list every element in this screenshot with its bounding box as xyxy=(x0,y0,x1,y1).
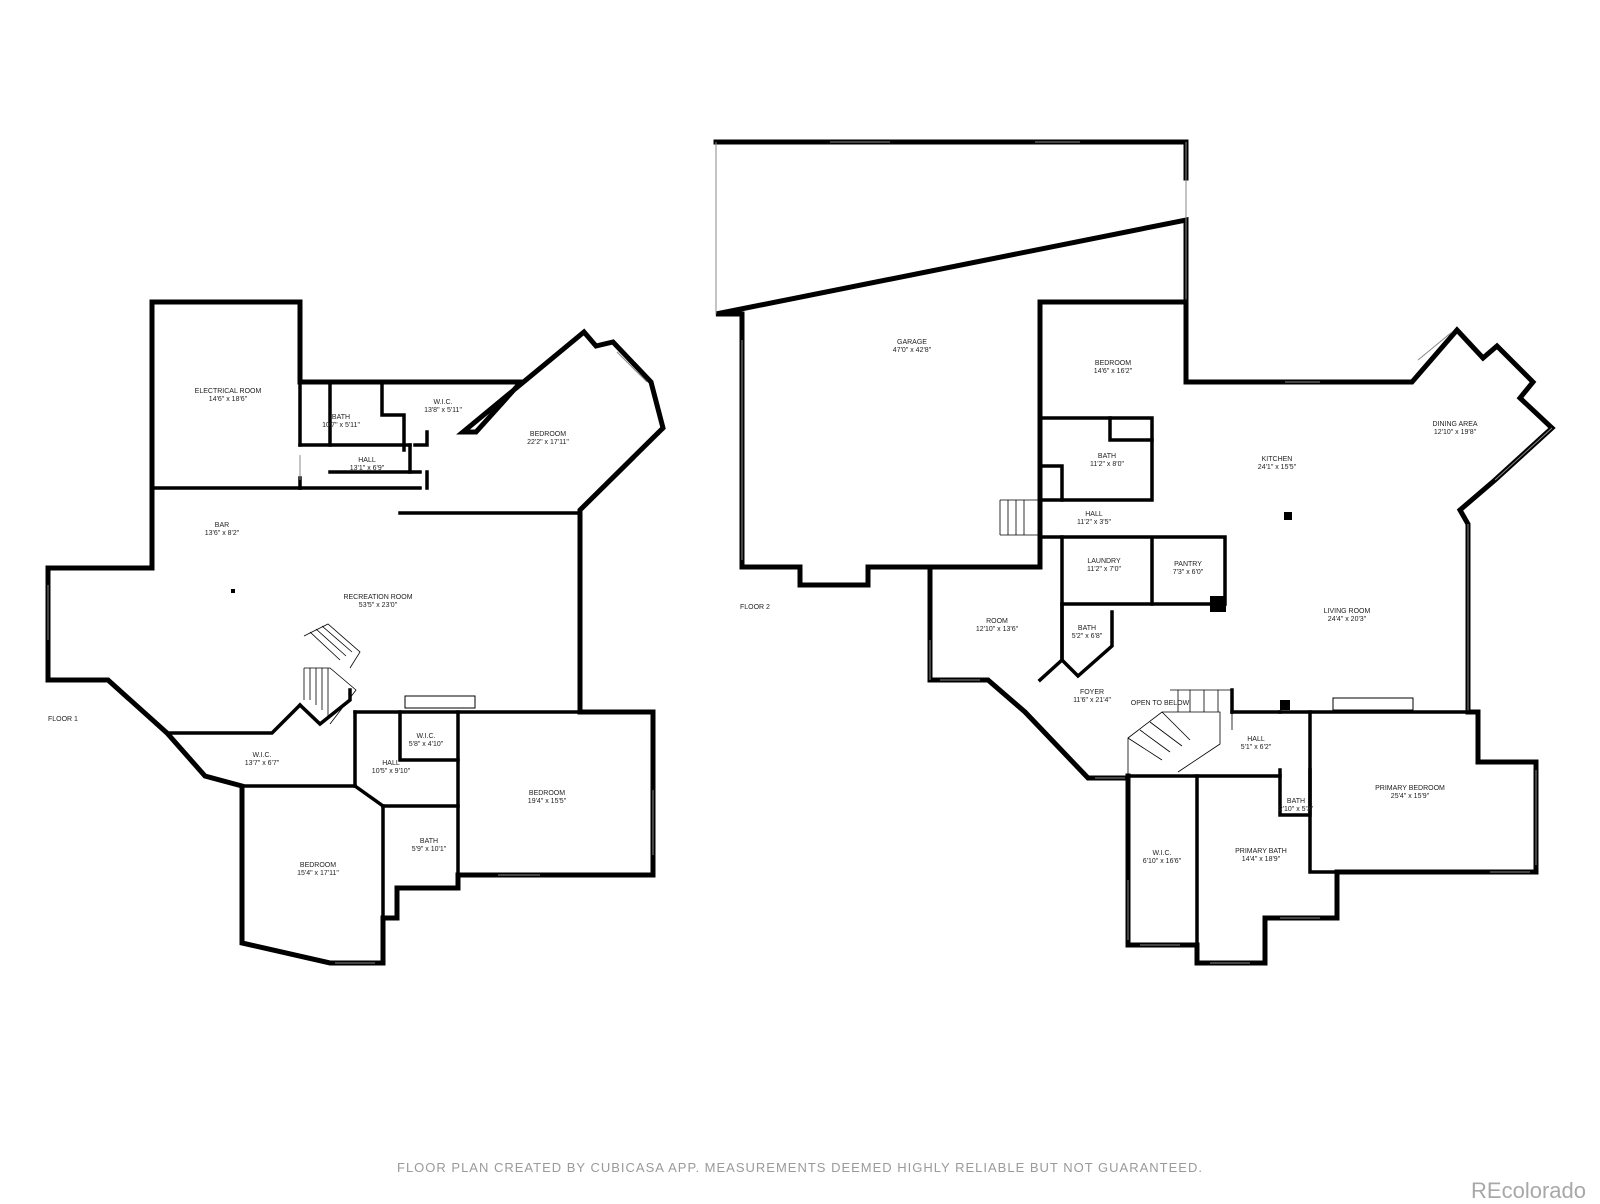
room-dims: 25'4" x 15'9" xyxy=(1391,793,1430,800)
room-name: BEDROOM xyxy=(529,790,565,797)
room-name: BEDROOM xyxy=(530,431,566,438)
room-dims: 6'10" x 16'6" xyxy=(1143,858,1182,865)
room-name: W.I.C. xyxy=(416,733,435,740)
room-dims: 13'1" x 6'9" xyxy=(350,465,385,472)
room-dims: 15'4" x 17'11" xyxy=(297,870,339,877)
room-dims: 13'8" x 5'11" xyxy=(424,407,462,414)
room-dims: 12'10" x 19'8" xyxy=(1434,429,1477,436)
room-dims: 11'2" x 7'0" xyxy=(1087,566,1121,573)
room-name: GARAGE xyxy=(897,339,927,346)
room-name: HALL xyxy=(1247,736,1265,743)
room-dims: 5'9" x 10'1" xyxy=(412,846,447,853)
room-name: BATH xyxy=(420,838,438,845)
room-dims: 12'10" x 13'6" xyxy=(976,626,1019,633)
room-dims: 24'1" x 15'5" xyxy=(1258,464,1297,471)
room-name: BEDROOM xyxy=(300,862,336,869)
room-name: LAUNDRY xyxy=(1087,558,1121,565)
room-dims: 5'8" x 4'10" xyxy=(409,741,444,748)
room-name: ROOM xyxy=(986,618,1008,625)
room-dims: 13'7" x 6'7" xyxy=(245,760,280,767)
room-dims: 19'4" x 15'5" xyxy=(528,798,567,805)
room-name: ELECTRICAL ROOM xyxy=(195,388,262,395)
room-name: FOYER xyxy=(1080,689,1104,696)
disclaimer-note: FLOOR PLAN CREATED BY CUBICASA APP. MEAS… xyxy=(397,1160,1203,1175)
floor-1-label: FLOOR 1 xyxy=(48,716,78,723)
room-dims: 22'2" x 17'11" xyxy=(527,439,569,446)
room-name: KITCHEN xyxy=(1262,456,1293,463)
room-dims: 10'5" x 9'10" xyxy=(372,768,411,775)
room-name: HALL xyxy=(1085,511,1103,518)
room-dims: 24'4" x 20'3" xyxy=(1328,616,1367,623)
house-outer-wall xyxy=(1125,299,1556,966)
room-dims: 11'2" x 8'0" xyxy=(1090,461,1124,468)
room-dims: 14'6" x 16'2" xyxy=(1094,368,1133,375)
room-dims: 13'6" x 8'2" xyxy=(205,530,240,537)
room-name: W.I.C. xyxy=(433,399,452,406)
floor-2-label: FLOOR 2 xyxy=(740,604,770,611)
room-name: W.I.C. xyxy=(252,752,271,759)
room-name: PRIMARY BEDROOM xyxy=(1375,785,1445,792)
room-dims: 53'5" x 23'0" xyxy=(359,602,398,609)
room-name: BAR xyxy=(215,522,229,529)
floor-2-plan xyxy=(713,139,1556,966)
brand-logo: REcolorado xyxy=(1471,1178,1586,1203)
room-name: BATH xyxy=(1098,453,1116,460)
room-name: BEDROOM xyxy=(1095,360,1131,367)
room-dims: 14'6" x 18'6" xyxy=(209,396,248,403)
room-name: RECREATION ROOM xyxy=(343,594,412,601)
room-name: PRIMARY BATH xyxy=(1235,848,1287,855)
room-name: OPEN TO BELOW xyxy=(1131,700,1190,707)
room-dims: 10'7" x 5'11" xyxy=(322,422,360,429)
room-name: BATH xyxy=(332,414,350,421)
room-name: W.I.C. xyxy=(1152,850,1171,857)
room-dims: 7'3" x 6'0" xyxy=(1173,569,1204,576)
room-name: PANTRY xyxy=(1174,561,1202,568)
room-name: LIVING ROOM xyxy=(1324,608,1371,615)
room-dims: 11'2" x 3'5" xyxy=(1077,519,1111,526)
room-name: BATH xyxy=(1078,625,1096,632)
room-name: BATH xyxy=(1287,798,1305,805)
floor-1-outer-wall xyxy=(45,299,666,966)
room-labels: FLOOR 1 FLOOR 2 ELECTRICAL ROOM 14'6" x … xyxy=(48,339,1478,877)
room-name: HALL xyxy=(382,760,400,767)
room-dims: 5'2" x 6'8" xyxy=(1072,633,1103,640)
room-dims: 5'1" x 6'2" xyxy=(1241,744,1272,751)
room-name: HALL xyxy=(358,457,376,464)
floor-1-plan xyxy=(45,299,666,966)
room-dims: 47'0" x 42'8" xyxy=(893,347,932,354)
room-dims: 11'6" x 21'4" xyxy=(1073,697,1111,704)
room-dims: 2'10" x 5'3" xyxy=(1279,806,1314,813)
room-dims: 14'4" x 18'9" xyxy=(1242,856,1281,863)
room-name: DINING AREA xyxy=(1432,421,1477,428)
